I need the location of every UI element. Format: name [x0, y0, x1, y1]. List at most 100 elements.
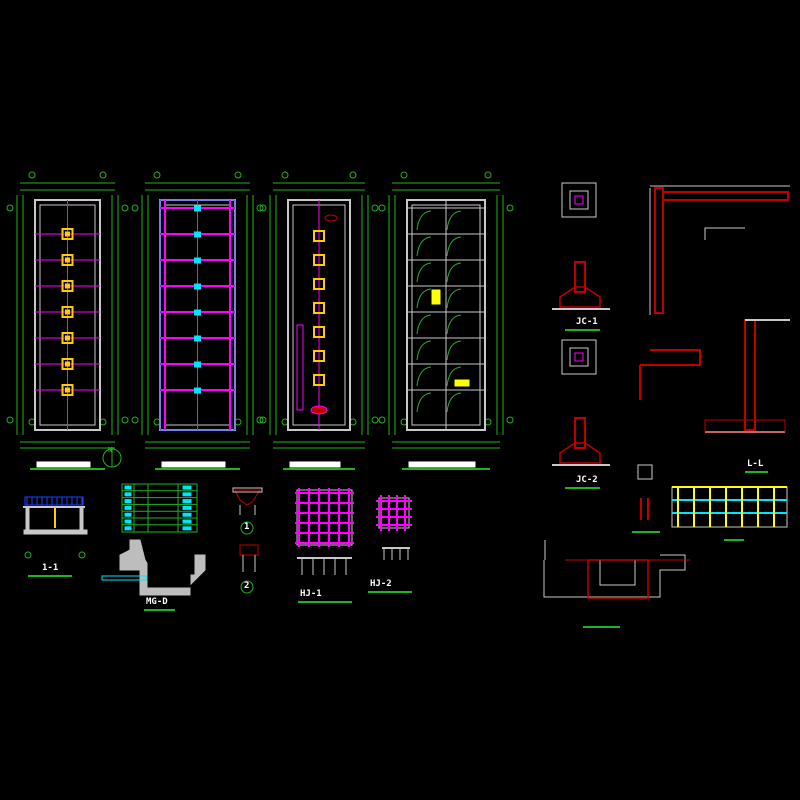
table-cell-mark [182, 499, 192, 504]
detail-2-bubble [240, 580, 254, 594]
table-cell-mark [182, 526, 192, 531]
table-cell-mark [182, 512, 192, 517]
detail-1-number: 1 [244, 522, 250, 532]
axis-bubble [259, 416, 267, 424]
column-footing [313, 374, 325, 386]
table-cell-mark [124, 499, 132, 504]
axis-bubble [256, 204, 264, 212]
column-footing [313, 254, 325, 266]
axis-bubble [281, 171, 289, 179]
column-footing [313, 230, 325, 242]
plan-title [36, 461, 91, 468]
frame-elevation [671, 486, 788, 528]
rebar-curve [446, 392, 462, 413]
axis-bubble [99, 171, 107, 179]
detail-2-number: 2 [244, 581, 250, 591]
wall [25, 506, 30, 531]
table-cell-mark [124, 519, 132, 524]
table-cell-mark [124, 492, 132, 497]
jc-1-title: JC-1 [576, 317, 598, 327]
axis-bubble [256, 416, 264, 424]
plan-title [161, 461, 226, 468]
axis-bubble [378, 416, 386, 424]
column-plan [637, 464, 653, 480]
column-plan [574, 352, 584, 362]
column-footing [313, 350, 325, 362]
axis-bubble [24, 551, 32, 559]
axis-bubble [121, 416, 129, 424]
slab-edge [159, 199, 236, 431]
jc-2-title: JC-2 [576, 475, 598, 485]
wall-rebar [744, 319, 756, 431]
wall [79, 506, 84, 531]
beam-rebar [662, 191, 789, 201]
column [194, 283, 201, 290]
hj-2-title: HJ-2 [370, 579, 392, 589]
axis-bubble [6, 204, 14, 212]
axis-bubble [259, 204, 267, 212]
opening [324, 214, 338, 222]
column-footing [61, 254, 74, 266]
trench-void [599, 559, 636, 586]
table-cell-mark [124, 505, 132, 510]
column-footing [61, 228, 74, 240]
column-footing [61, 384, 74, 396]
l-l-title: L-L [747, 459, 764, 469]
rebar-curve [446, 314, 462, 335]
note-block [454, 379, 470, 387]
axis-bubble [121, 204, 129, 212]
column [65, 257, 70, 263]
grating [101, 575, 148, 581]
axis-bubble [131, 416, 139, 424]
base-rebar [704, 419, 786, 433]
axis-bubble [6, 416, 14, 424]
plan-title [289, 461, 341, 468]
column [194, 205, 201, 212]
footing-plan [561, 339, 597, 375]
detail-1-rebar [234, 489, 261, 506]
column-footing [61, 358, 74, 370]
rebar-curve [446, 366, 462, 387]
floor-slab [23, 529, 88, 535]
table-cell-mark [182, 505, 192, 510]
table-cell-mark [182, 519, 192, 524]
rebar-curve [416, 236, 432, 257]
column-footing [313, 278, 325, 290]
column [194, 257, 201, 264]
column-rebar [654, 187, 664, 314]
trench-outline [543, 554, 686, 598]
column-plan [574, 195, 584, 205]
footing-pedestal [569, 347, 589, 367]
axis-bubble [484, 171, 492, 179]
axis-bubble [371, 416, 379, 424]
rebar-curve [446, 288, 462, 309]
hj-2-plan [378, 497, 410, 529]
column [65, 309, 70, 315]
axis-bubble [506, 204, 514, 212]
detail-1-beam [232, 487, 263, 493]
plan-title [408, 461, 476, 468]
detail-1-bubble [240, 521, 254, 535]
axis-bubble [371, 204, 379, 212]
column [194, 387, 201, 394]
hj-1-title: HJ-1 [300, 589, 322, 599]
note-block [431, 289, 441, 305]
column [65, 283, 70, 289]
axis-bubble [131, 204, 139, 212]
mg-d-title: MG-D [146, 597, 168, 607]
table-cell-mark [124, 485, 132, 490]
hj-1-plan [296, 489, 353, 546]
rebar-curve [416, 392, 432, 413]
column [65, 231, 70, 237]
axis-bubble [400, 171, 408, 179]
rebar-curve [446, 210, 462, 231]
axis-bubble [506, 416, 514, 424]
column [194, 231, 201, 238]
column-footing [61, 332, 74, 344]
detail-2-rebar [239, 544, 259, 556]
column [65, 361, 70, 367]
footing-plan [561, 182, 597, 218]
schedule-table [121, 483, 198, 533]
